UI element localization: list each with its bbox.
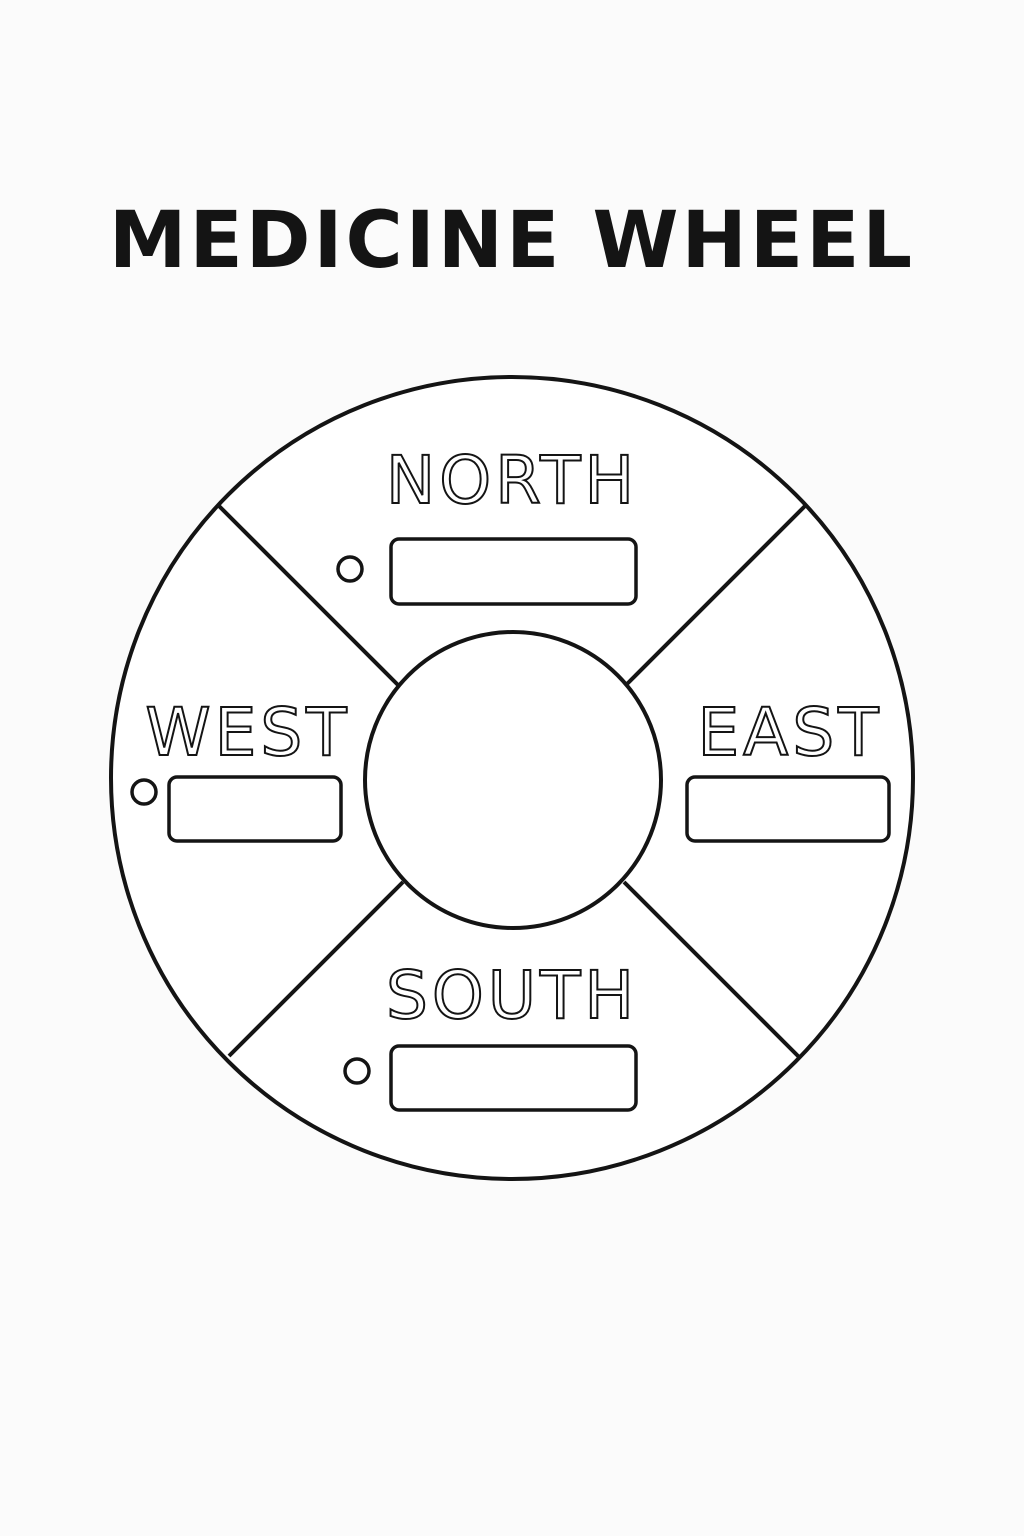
north-label: NORTH: [386, 442, 638, 519]
north-input-box[interactable]: [389, 537, 638, 606]
east-label: EAST: [697, 694, 882, 771]
south-label: SOUTH: [386, 957, 638, 1034]
east-input-box[interactable]: [685, 775, 891, 843]
north-radio[interactable]: [336, 555, 364, 583]
west-label: WEST: [145, 694, 350, 771]
divider-south-west: [227, 880, 405, 1058]
south-input-box[interactable]: [389, 1044, 638, 1112]
divider-south-east: [622, 880, 802, 1060]
page-title: MEDICINE WHEEL: [108, 196, 916, 286]
south-radio[interactable]: [343, 1057, 371, 1085]
center-circle: [363, 630, 663, 930]
divider-north-east: [624, 503, 808, 687]
west-input-box[interactable]: [167, 775, 343, 843]
west-radio[interactable]: [130, 778, 158, 806]
divider-north-west: [216, 503, 403, 690]
